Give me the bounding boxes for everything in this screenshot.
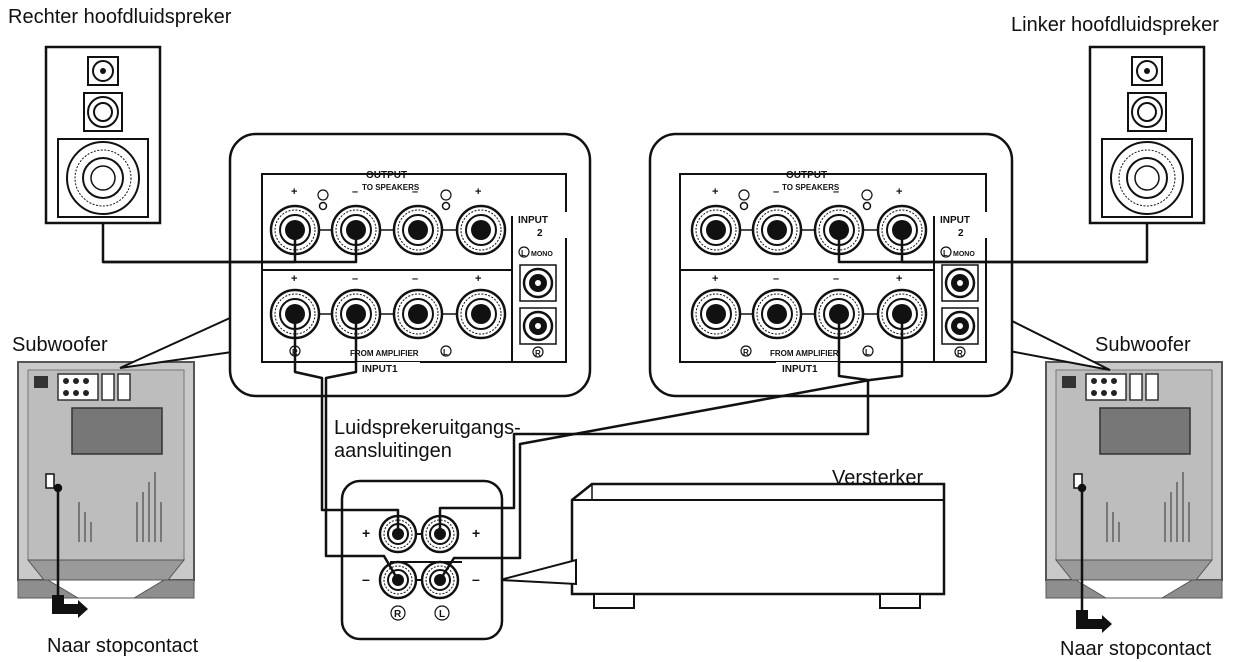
power-cord-right xyxy=(1076,483,1112,633)
panel-left-jack-l xyxy=(518,263,558,303)
panel-right-output: OUTPUT xyxy=(786,170,827,181)
panel-right-jack-l xyxy=(940,263,980,303)
panel-left-in-minus-l: – xyxy=(412,273,418,285)
amp-minus-l: – xyxy=(472,571,480,587)
left-main-speaker xyxy=(1088,45,1206,225)
panel-left-in-l: L xyxy=(443,348,448,357)
cable-amp-l-minus xyxy=(438,320,904,581)
panel-right-in-minus-r: – xyxy=(773,273,779,285)
cable-right-speaker-2 xyxy=(103,236,358,264)
left-main-speaker-label: Linker hoofdluidspreker xyxy=(1011,14,1219,36)
panel-left-mono-l: L xyxy=(521,249,526,258)
panel-right-jack-r xyxy=(940,306,980,346)
panel-left-mono: MONO xyxy=(531,251,553,258)
panel-left-in-plus-l: + xyxy=(475,273,481,285)
panel-right-from-amp: FROM AMPLIFIER xyxy=(770,349,839,358)
panel-left-to-speakers: TO SPEAKERS xyxy=(362,183,420,192)
right-main-speaker xyxy=(44,45,162,225)
amplifier-label: Versterker xyxy=(832,467,924,489)
right-main-speaker-label: Rechter hoofdluidspreker xyxy=(8,6,232,28)
panel-right-out-minus-l: – xyxy=(833,186,839,198)
panel-right-in-r: R xyxy=(743,348,749,357)
panel-right-out-plus-l: + xyxy=(896,186,902,198)
subwoofer-left xyxy=(17,361,195,599)
panel-right-in-l: L xyxy=(865,348,870,357)
subwoofer-right-label: Subwoofer xyxy=(1095,334,1191,356)
amp-plus-r: + xyxy=(362,525,370,541)
panel-left-output: OUTPUT xyxy=(366,170,407,181)
panel-left-from-amp: FROM AMPLIFIER xyxy=(350,349,419,358)
panel-right-input2-num: 2 xyxy=(958,228,964,239)
amplifier xyxy=(570,482,946,609)
panel-right-in-minus-l: – xyxy=(833,273,839,285)
panel-left: OUTPUT TO SPEAKERS + – – + + – – + R FRO… xyxy=(228,132,592,398)
cable-left-speaker-2 xyxy=(837,236,1147,264)
cable-amp-r-minus xyxy=(324,320,400,581)
cable-amp-l-plus xyxy=(438,320,870,534)
panel-left-input2: INPUT xyxy=(518,215,548,226)
panel-right: OUTPUT TO SPEAKERS + – – + + – – + R FRO… xyxy=(648,132,1014,398)
panel-left-input1: INPUT1 xyxy=(362,364,398,375)
speaker-outputs-label-2: aansluitingen xyxy=(334,440,452,462)
subwoofer-right xyxy=(1045,361,1223,599)
amp-l-label: L xyxy=(439,609,445,620)
panel-left-input2-num: 2 xyxy=(537,228,543,239)
panel-right-mono: MONO xyxy=(953,251,975,258)
power-right-label: Naar stopcontact xyxy=(1060,638,1212,660)
panel-left-out-plus-l: + xyxy=(475,186,481,198)
panel-right-out-plus-r: + xyxy=(712,186,718,198)
panel-left-jack-r-label: R xyxy=(535,349,541,358)
panel-left-in-plus-r: + xyxy=(291,273,297,285)
amp-callout xyxy=(499,558,577,586)
callout-left xyxy=(119,316,234,369)
panel-right-jack-r-label: R xyxy=(957,349,963,358)
panel-right-mono-l: L xyxy=(943,249,948,258)
amp-terminal-box xyxy=(340,479,504,641)
panel-right-out-minus-r: – xyxy=(773,186,779,198)
panel-left-out-plus-r: + xyxy=(291,186,297,198)
panel-left-jack-r xyxy=(518,306,558,346)
amp-r-label: R xyxy=(394,609,402,620)
subwoofer-left-label: Subwoofer xyxy=(12,334,108,356)
power-left-label: Naar stopcontact xyxy=(47,635,199,657)
amp-plus-l: + xyxy=(472,525,480,541)
panel-right-input2: INPUT xyxy=(940,215,970,226)
power-cord-left xyxy=(52,483,88,618)
panel-right-in-plus-l: + xyxy=(896,273,902,285)
panel-right-to-speakers: TO SPEAKERS xyxy=(782,183,840,192)
panel-left-out-minus-l: – xyxy=(412,186,418,198)
cable-amp-r-plus xyxy=(293,320,400,534)
panel-left-in-minus-r: – xyxy=(352,273,358,285)
panel-right-in-plus-r: + xyxy=(712,273,718,285)
amp-minus-r: – xyxy=(362,571,370,587)
speaker-outputs-label-1: Luidsprekeruitgangs- xyxy=(334,417,521,439)
panel-right-input1: INPUT1 xyxy=(782,364,818,375)
panel-left-out-minus-r: – xyxy=(352,186,358,198)
